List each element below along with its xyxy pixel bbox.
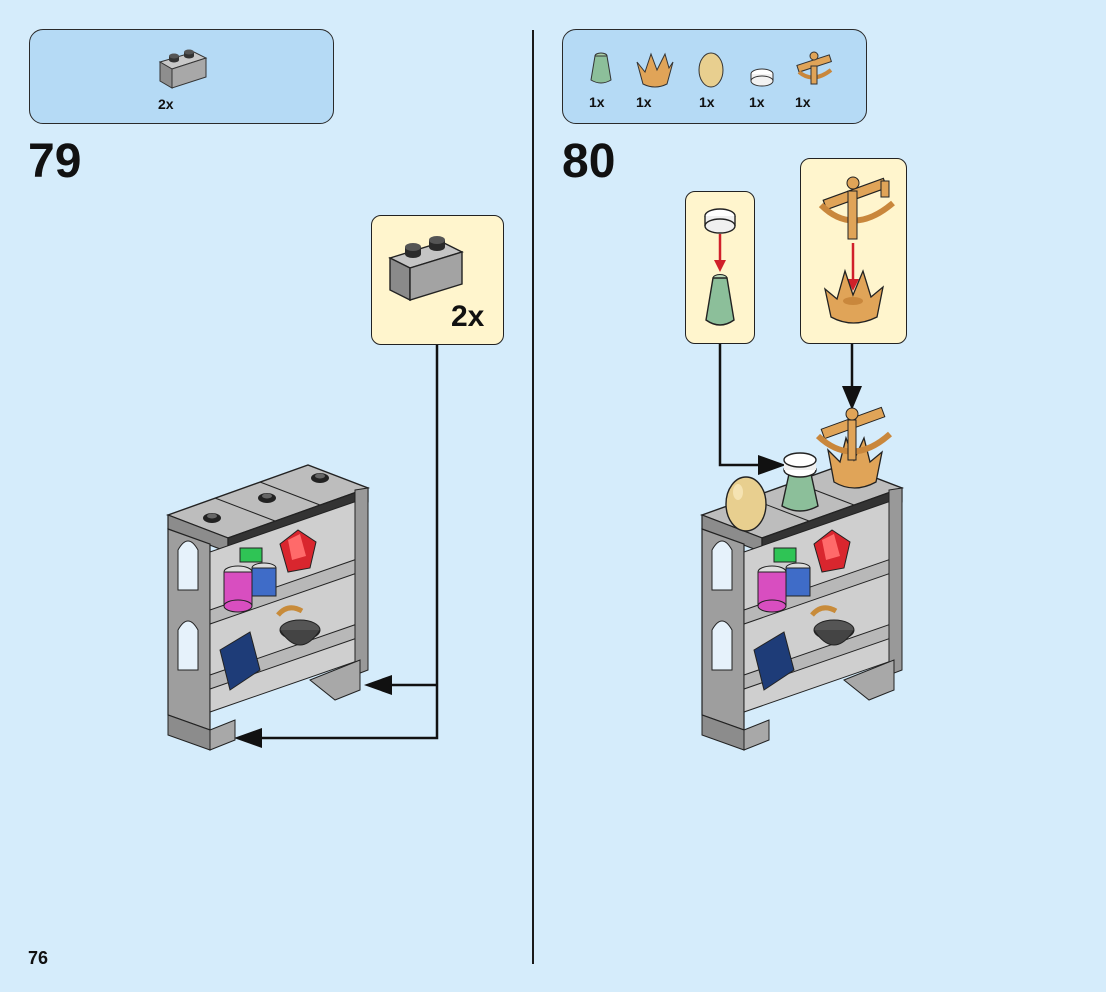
part-qty: 1x (589, 94, 605, 110)
part-qty: 2x (158, 96, 174, 112)
arrow-head-icon (364, 675, 392, 695)
arrow-head-icon (842, 386, 862, 410)
part-qty: 1x (749, 94, 765, 110)
tan-egg-icon (698, 52, 724, 88)
sand-green-cone-icon (705, 274, 735, 326)
step-number-79: 79 (28, 135, 82, 188)
step-divider (532, 30, 534, 964)
arrow-head-icon (234, 728, 262, 748)
assembly-arrow-red-icon (847, 243, 859, 291)
shelf-model-step-79 (165, 464, 371, 751)
bottle-assembly (781, 452, 819, 512)
white-round-tile-icon (750, 68, 774, 87)
step-79-callout: 2x (371, 215, 504, 345)
shelf-unit (699, 464, 905, 751)
gray-brick-1x2-icon (158, 49, 208, 89)
callout-qty: 2x (451, 300, 485, 333)
step-79-parts-list: 2x (29, 29, 334, 124)
callout-connector-line (262, 345, 439, 740)
white-round-tile-icon (704, 208, 736, 234)
gray-brick-1x2-icon (388, 236, 464, 302)
gold-crown-cup-icon (823, 268, 884, 324)
tan-egg-icon (725, 476, 767, 532)
gold-telescope-astrolabe-icon (796, 51, 833, 85)
page-number: 76 (28, 948, 49, 968)
step-80-subassembly-bottle (685, 191, 755, 344)
gold-telescope-astrolabe-icon (818, 176, 895, 240)
step-80-subassembly-telescope (800, 158, 907, 344)
gold-crown-cup-icon (636, 52, 674, 88)
step-80-parts-list: 1x 1x 1x 1x 1x (562, 29, 867, 124)
part-qty: 1x (636, 94, 652, 110)
sand-green-cone-icon (590, 52, 612, 84)
telescope-subassembly (818, 176, 895, 324)
telescope-assembly (815, 406, 892, 489)
part-qty: 1x (795, 94, 811, 110)
arrow-head-icon (758, 455, 786, 475)
assembly-arrow-red-icon (714, 234, 726, 272)
shelf-unit (165, 464, 371, 751)
bottle-subassembly (704, 208, 736, 326)
step-number-80: 80 (562, 135, 616, 188)
part-qty: 1x (699, 94, 715, 110)
shelf-model-step-80 (699, 406, 905, 751)
callout-connector-line (718, 344, 760, 467)
